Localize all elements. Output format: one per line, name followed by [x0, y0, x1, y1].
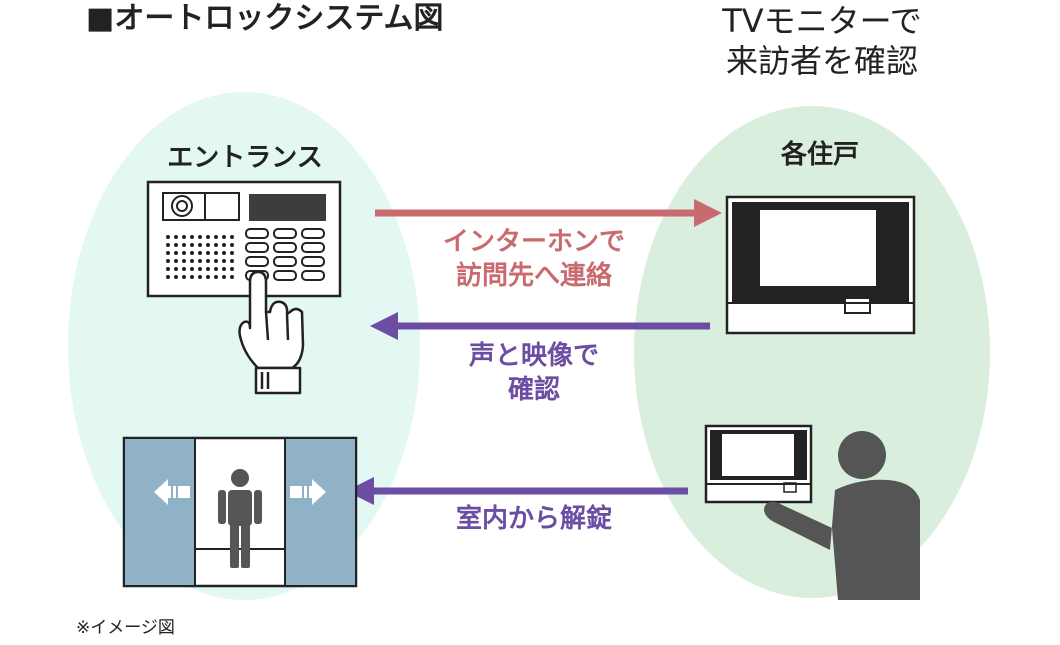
- tv-monitor-icon: [725, 195, 916, 335]
- label-intercom-line-1: インターホンで: [443, 227, 625, 257]
- person-icon: [218, 469, 262, 568]
- arrow-unit-to-entrance: [370, 312, 710, 340]
- diagram-title: ■オートロックシステム図: [86, 1, 443, 36]
- pointing-hand-icon: [238, 270, 305, 395]
- image-note: ※イメージ図: [76, 618, 175, 638]
- label-confirm-line-2: 確認: [508, 374, 560, 405]
- label-unlock: 室内から解錠: [456, 503, 612, 534]
- unit-label: 各住戸: [780, 139, 859, 170]
- entrance-label: エントランス: [167, 143, 322, 173]
- caption-line-2: 来訪者を確認: [726, 42, 918, 80]
- arrow-intercom-to-unit: [375, 199, 722, 227]
- caption-line-1: TVモニターで: [721, 2, 922, 40]
- label-intercom-line-2: 訪問先へ連絡: [456, 260, 613, 291]
- resident-with-monitor-icon: [704, 424, 920, 600]
- label-confirm-line-1: 声と映像で: [469, 341, 599, 371]
- intercom-panel-icon: [146, 180, 342, 298]
- arrow-unlock: [346, 477, 688, 505]
